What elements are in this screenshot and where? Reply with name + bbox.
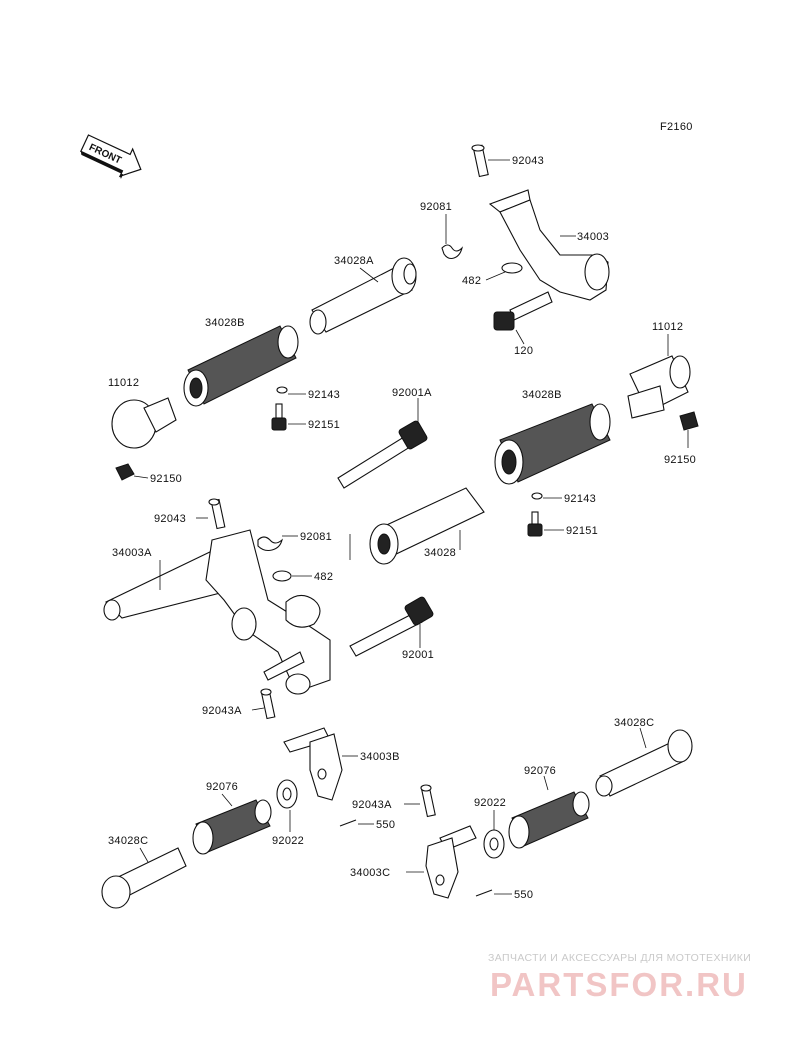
label-34003C: 34003C (350, 867, 390, 879)
label-92043-mid: 92043 (154, 513, 186, 525)
bolt-92151-right (527, 511, 564, 537)
label-92151-left: 92151 (308, 419, 340, 431)
label-92076-right: 92076 (524, 765, 556, 777)
washer-92143-right (531, 492, 562, 500)
label-92043A-right: 92043A (352, 799, 392, 811)
bolt-92150-left (115, 463, 149, 481)
label-92081-mid: 92081 (300, 531, 332, 543)
bolt-92151-left (271, 403, 306, 431)
cap-11012-right (627, 334, 691, 419)
pin-92043-mid (196, 498, 226, 530)
peg-shaft-34028 (349, 487, 485, 565)
label-34003B: 34003B (360, 751, 400, 763)
peg-34028C-left (101, 847, 187, 909)
rubber-grip-34028B-right (494, 403, 611, 485)
label-482-mid: 482 (314, 571, 333, 583)
bracket-34003 (488, 189, 610, 301)
label-550-bottom: 550 (514, 889, 533, 901)
rubber-grip-34028B-left (183, 325, 299, 407)
circlip-482-mid (272, 570, 312, 582)
label-92001: 92001 (402, 649, 434, 661)
label-92150-right: 92150 (664, 454, 696, 466)
label-34028C-right: 34028C (614, 717, 654, 729)
label-92001A: 92001A (392, 387, 432, 399)
washer-92143-left (276, 386, 306, 395)
cotter-550-bottom (475, 889, 512, 897)
label-92043A-left: 92043A (202, 705, 242, 717)
cap-11012-left (111, 397, 177, 449)
watermark-brand: PARTSFOR.RU (490, 966, 748, 1003)
bracket-34003A (103, 529, 331, 695)
label-120: 120 (514, 345, 533, 357)
spring-92081-mid (257, 535, 298, 552)
label-92150-left: 92150 (150, 473, 182, 485)
bolt-92150-right (679, 411, 699, 448)
pin-92043A-right (404, 784, 436, 818)
label-92081-top: 92081 (420, 201, 452, 213)
pin-92043A-left (251, 688, 276, 720)
label-34028C-left: 34028C (108, 835, 148, 847)
cotter-550-top (339, 819, 374, 827)
circlip-482-top (485, 262, 523, 281)
label-34028B-left: 34028B (205, 317, 245, 329)
figure-code: F2160 (660, 121, 693, 133)
bolt-120 (493, 291, 553, 345)
bracket-34003C (406, 825, 477, 899)
peg-shaft-34028A (309, 257, 417, 335)
rubber-grip-92076-right (508, 775, 590, 849)
bolt-92001A (337, 398, 428, 489)
label-11012-right: 11012 (652, 321, 683, 333)
label-550-top: 550 (376, 819, 395, 831)
label-92022-right: 92022 (474, 797, 506, 809)
watermark-tagline: ЗАПЧАСТИ И АКСЕССУАРЫ ДЛЯ МОТОТЕХНИКИ (488, 952, 752, 964)
label-92076-left: 92076 (206, 781, 238, 793)
label-92143-left: 92143 (308, 389, 340, 401)
peg-34028C-right (595, 727, 693, 797)
front-arrow-icon: FRONT (80, 134, 142, 179)
label-34003A: 34003A (112, 547, 152, 559)
label-92022-left: 92022 (272, 835, 304, 847)
label-482-top: 482 (462, 275, 481, 287)
label-34028: 34028 (424, 547, 456, 559)
bracket-34003B (283, 727, 358, 801)
pin-92043-top (471, 144, 510, 178)
washer-92022-left (276, 779, 298, 832)
rubber-grip-92076-left (192, 793, 272, 855)
label-92043-top: 92043 (512, 155, 544, 167)
label-11012-left: 11012 (108, 377, 139, 389)
washer-92022-right (483, 810, 505, 859)
label-34003: 34003 (577, 231, 609, 243)
bolt-92001 (349, 596, 434, 657)
label-92151-right: 92151 (566, 525, 598, 537)
spring-92081-top (441, 214, 464, 260)
label-34028B-right: 34028B (522, 389, 562, 401)
label-92143-right: 92143 (564, 493, 596, 505)
label-34028A: 34028A (334, 255, 374, 267)
